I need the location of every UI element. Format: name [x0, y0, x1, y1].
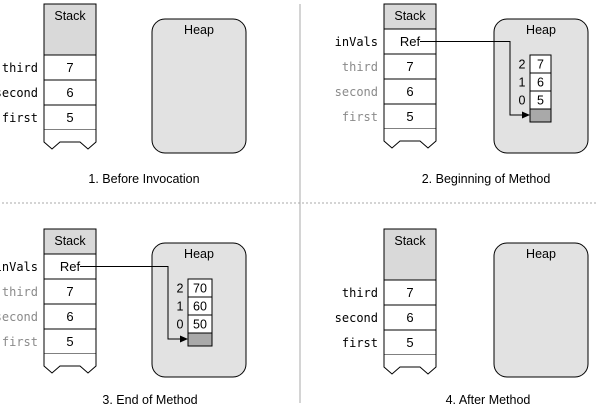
- stack-var-second: second: [0, 310, 38, 324]
- stack-title: Stack: [54, 9, 86, 23]
- stack-cell-first: [383, 329, 437, 356]
- panel-caption: 3. End of Method: [102, 393, 197, 407]
- array-header-slot: [187, 332, 213, 347]
- array-value: 60: [193, 300, 207, 314]
- stack-cell-second: [43, 303, 97, 330]
- heap-title: Heap: [526, 247, 556, 261]
- stack-var-second: second: [335, 85, 378, 99]
- heap-title: Heap: [184, 247, 214, 261]
- stack-cell-first: [43, 104, 97, 131]
- stack-title: Stack: [394, 234, 426, 248]
- stack-torn-edge: [43, 130, 97, 150]
- stack-var-second: second: [0, 86, 38, 100]
- stack-cell-third: [43, 278, 97, 305]
- panel-1: Stack 7 third 6 second 5 first Heap 1. Before In…: [0, 3, 247, 186]
- heap-box: [151, 18, 247, 154]
- stack-torn-edge: [383, 129, 437, 149]
- stack-cell-first: [383, 103, 437, 130]
- stack-value-second: 6: [66, 309, 73, 324]
- array-index: 1: [177, 300, 184, 314]
- invals-ref-value: Ref: [60, 259, 81, 274]
- stack-value-second: 6: [406, 310, 413, 325]
- stack-var-third: third: [2, 285, 38, 299]
- invals-var-label: inVals: [335, 35, 378, 49]
- heap-title: Heap: [184, 23, 214, 37]
- stack-value-first: 5: [66, 334, 73, 349]
- stack-value-first: 5: [406, 335, 413, 350]
- stack-value-third: 7: [406, 285, 413, 300]
- stack-var-first: first: [2, 335, 38, 349]
- stack-cell-second: [383, 304, 437, 331]
- array-header-slot: [529, 108, 552, 123]
- heap-box: [493, 242, 589, 378]
- stack-torn-edge: [383, 355, 437, 375]
- heap-title: Heap: [526, 23, 556, 37]
- stack-header-box: [43, 228, 97, 255]
- panel-4: Stack 7 third 6 second 5 first Heap 4. After Met…: [335, 228, 589, 407]
- stack-cell-second: [43, 79, 97, 106]
- stack-value-second: 6: [406, 84, 413, 99]
- stack-var-first: first: [2, 111, 38, 125]
- stack-var-third: third: [2, 61, 38, 75]
- array-index: 2: [177, 282, 184, 296]
- stack-header-box: [43, 3, 97, 56]
- stack-torn-edge: [43, 354, 97, 374]
- array-value: 7: [537, 58, 544, 72]
- stack-var-third: third: [342, 286, 378, 300]
- stack-cell-first: [43, 328, 97, 355]
- stack-title: Stack: [54, 234, 86, 248]
- stack-var-third: third: [342, 60, 378, 74]
- stack-value-third: 7: [66, 60, 73, 75]
- array-index: 0: [519, 94, 526, 108]
- stack-var-first: first: [342, 336, 378, 350]
- array-index: 2: [519, 58, 526, 72]
- stack-value-third: 7: [406, 59, 413, 74]
- panel-caption: 1. Before Invocation: [88, 172, 199, 186]
- stack-value-third: 7: [66, 284, 73, 299]
- array-index: 1: [519, 76, 526, 90]
- stack-cell-third: [383, 279, 437, 306]
- panel-caption: 2. Beginning of Method: [422, 172, 551, 186]
- panel-caption: 4. After Method: [446, 393, 531, 407]
- array-value: 6: [537, 76, 544, 90]
- array-index: 0: [177, 318, 184, 332]
- stack-header-box: [383, 228, 437, 281]
- stack-value-second: 6: [66, 85, 73, 100]
- stack-value-first: 5: [66, 110, 73, 125]
- invals-var-label: inVals: [0, 260, 38, 274]
- stack-title: Stack: [394, 9, 426, 23]
- array-value: 50: [193, 318, 207, 332]
- stack-cell-third: [383, 53, 437, 80]
- stack-var-first: first: [342, 110, 378, 124]
- array-value: 5: [537, 94, 544, 108]
- panel-2: StackRefinVals7third6second5firstHeap726…: [335, 3, 589, 186]
- array-value: 70: [193, 282, 207, 296]
- stack-value-first: 5: [406, 109, 413, 124]
- invals-ref-value: Ref: [400, 34, 421, 49]
- stack-cell-second: [383, 78, 437, 105]
- stack-var-second: second: [335, 311, 378, 325]
- reference-arrow: [420, 41, 530, 119]
- reference-arrow: [80, 266, 188, 343]
